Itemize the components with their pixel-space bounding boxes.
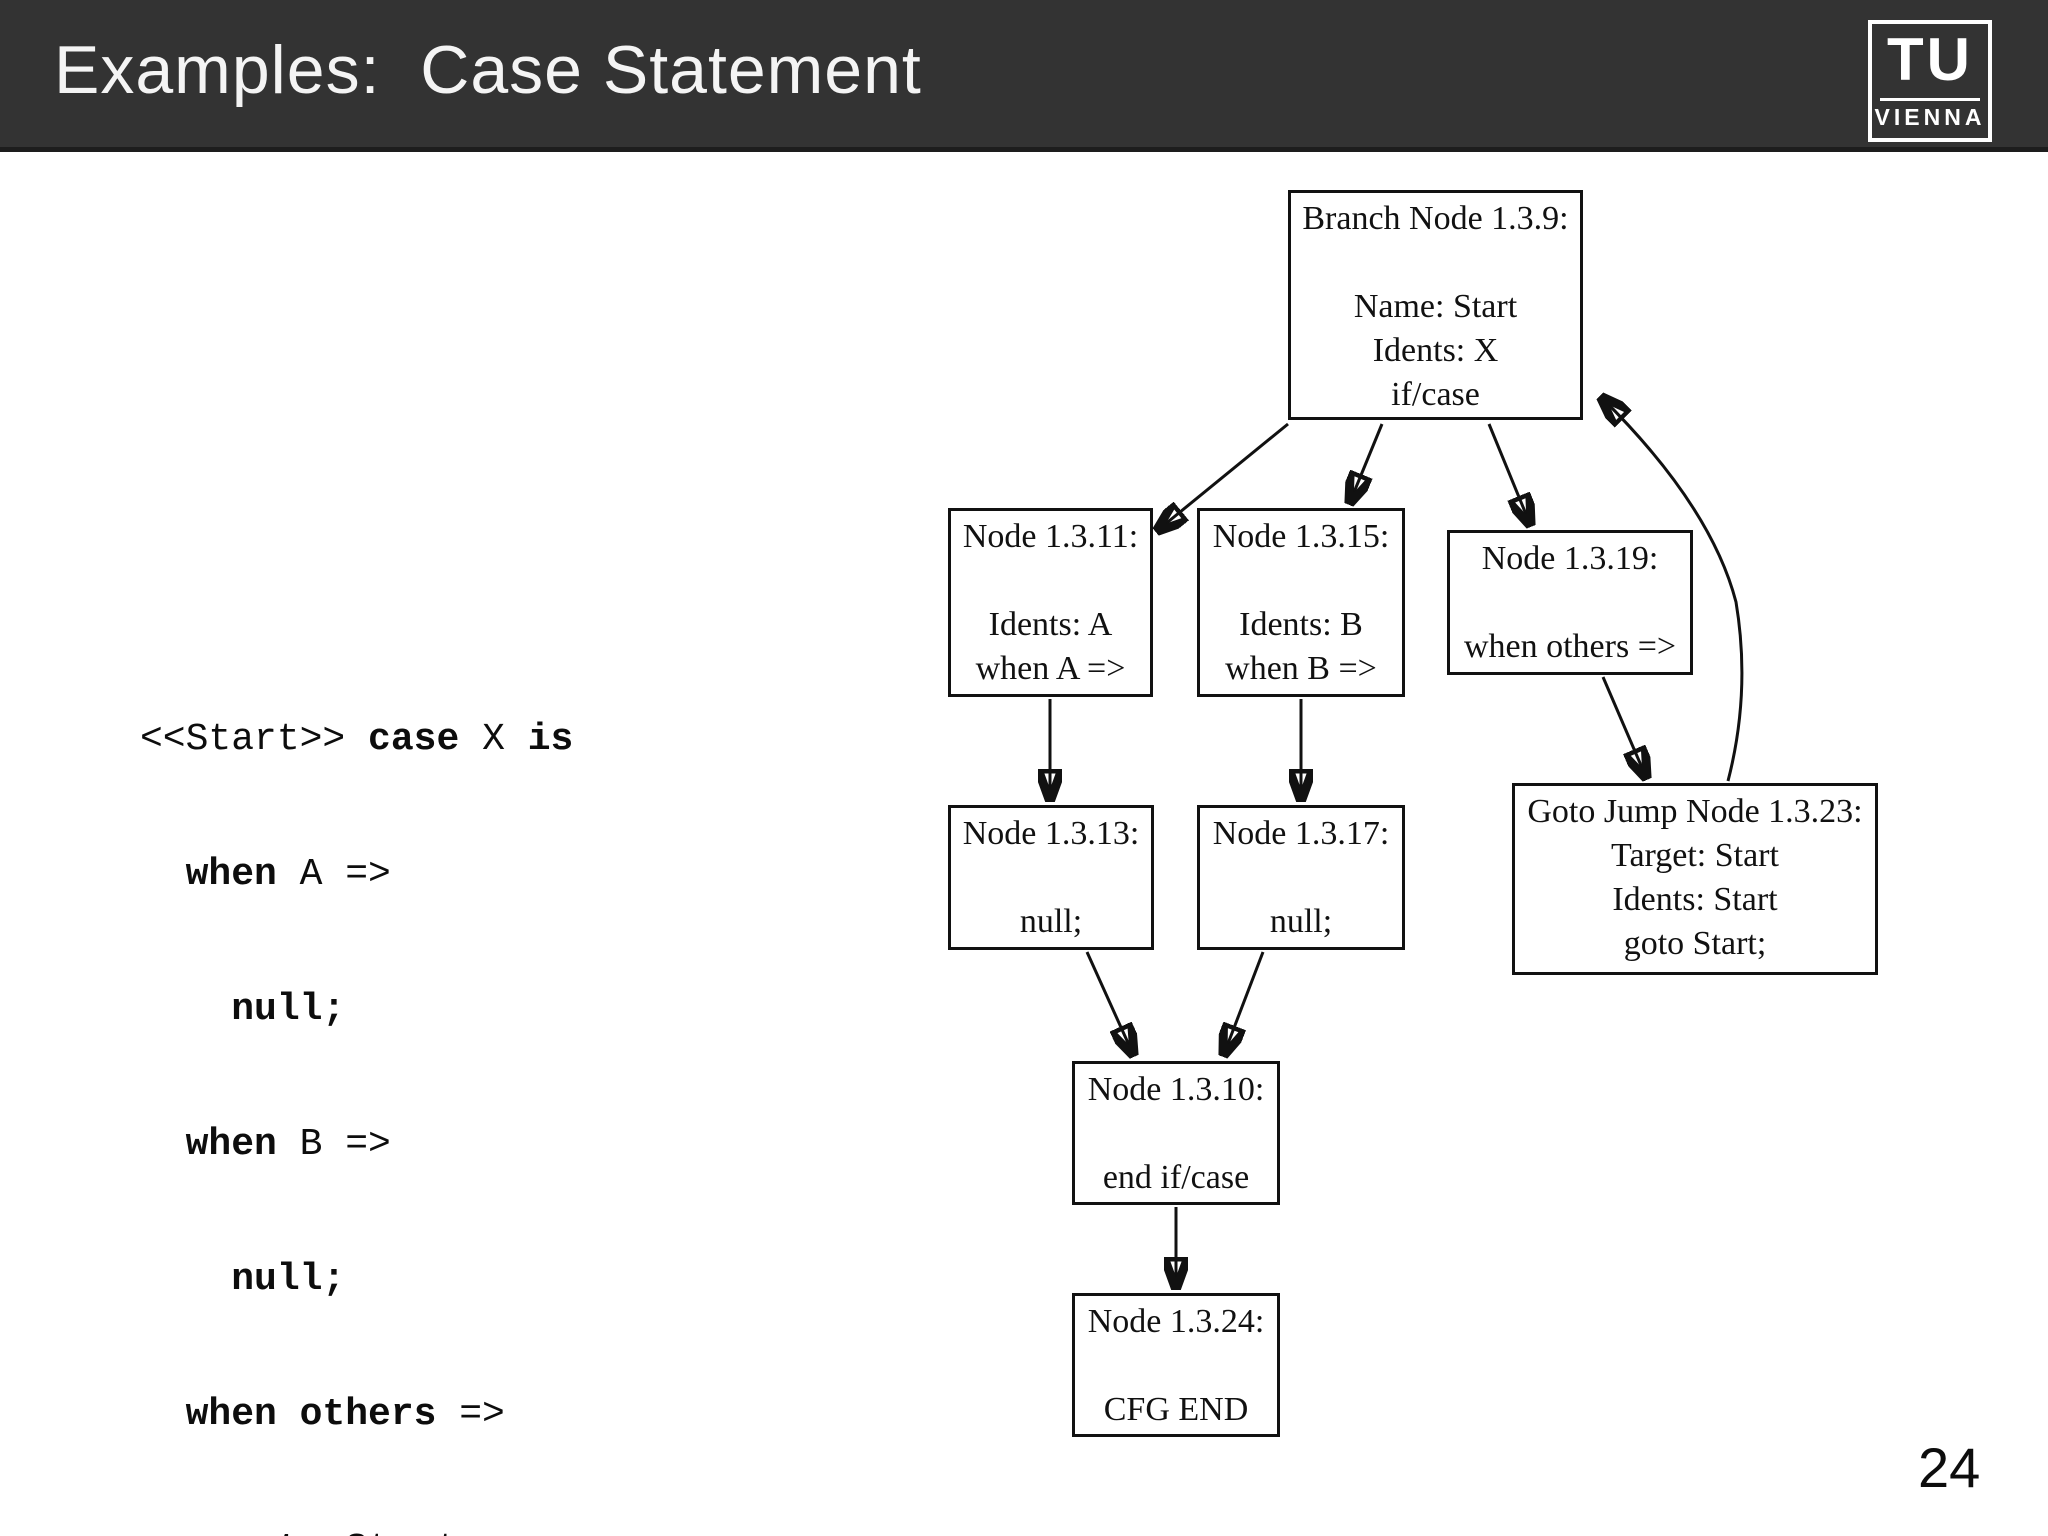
node-1-3-11: Node 1.3.11: Idents: A when A => xyxy=(948,508,1153,697)
node-title: Node 1.3.15: xyxy=(1212,518,1390,555)
node-title: Node 1.3.13: xyxy=(962,815,1140,852)
node-title: Node 1.3.10: xyxy=(1087,1071,1265,1108)
node-title: Goto Jump Node 1.3.23: xyxy=(1527,793,1863,830)
code-line-2: when A => xyxy=(185,853,391,896)
node-title: Node 1.3.19: xyxy=(1481,540,1659,577)
edge-n17-to-n10 xyxy=(1224,951,1265,1054)
node-1-3-10: Node 1.3.10: end if/case xyxy=(1072,1061,1280,1205)
logo-divider xyxy=(1880,98,1980,101)
page-number: 24 xyxy=(1918,1436,1981,1499)
edge-branch-to-n19 xyxy=(1487,423,1530,524)
edge-branch-to-n15 xyxy=(1350,423,1384,502)
node-1-3-24: Node 1.3.24: CFG END xyxy=(1072,1293,1280,1437)
logo-vienna-text: VIENNA xyxy=(1874,104,1986,130)
node-1-3-17: Node 1.3.17: null; xyxy=(1197,805,1405,950)
code-line-5: null; xyxy=(231,1258,346,1301)
node-goto-jump-1-3-23: Goto Jump Node 1.3.23: Target: Start Ide… xyxy=(1512,783,1878,975)
node-title: Node 1.3.17: xyxy=(1212,815,1390,852)
slide-title: Examples: Case Statement xyxy=(54,32,922,108)
node-title: Branch Node 1.3.9: xyxy=(1302,200,1569,237)
header-bar: Examples: Case Statement TU VIENNA xyxy=(0,0,2048,152)
node-title: Node 1.3.24: xyxy=(1087,1303,1265,1340)
node-branch-1-3-9: Branch Node 1.3.9: Name: Start Idents: X… xyxy=(1288,190,1583,420)
logo-tu-text: TU xyxy=(1887,26,1973,93)
code-line-4: when B => xyxy=(185,1123,391,1166)
node-1-3-15: Node 1.3.15: Idents: B when B => xyxy=(1197,508,1405,697)
code-listing: <<Start>> case X is when A => null; when… xyxy=(140,627,573,1536)
edge-n19-to-goto23 xyxy=(1601,676,1646,777)
code-line-7: goto Start; xyxy=(140,1527,573,1536)
node-1-3-13: Node 1.3.13: null; xyxy=(948,805,1154,950)
node-1-3-19: Node 1.3.19: when others => xyxy=(1447,530,1693,675)
node-title: Node 1.3.11: xyxy=(962,518,1139,555)
code-line-3: null; xyxy=(231,988,346,1031)
edge-n13-to-n10 xyxy=(1085,951,1133,1054)
code-line-6: when others => xyxy=(185,1393,505,1436)
tu-vienna-logo: TU VIENNA xyxy=(1868,20,1992,142)
code-line-1: <<Start>> case X is xyxy=(140,718,574,761)
